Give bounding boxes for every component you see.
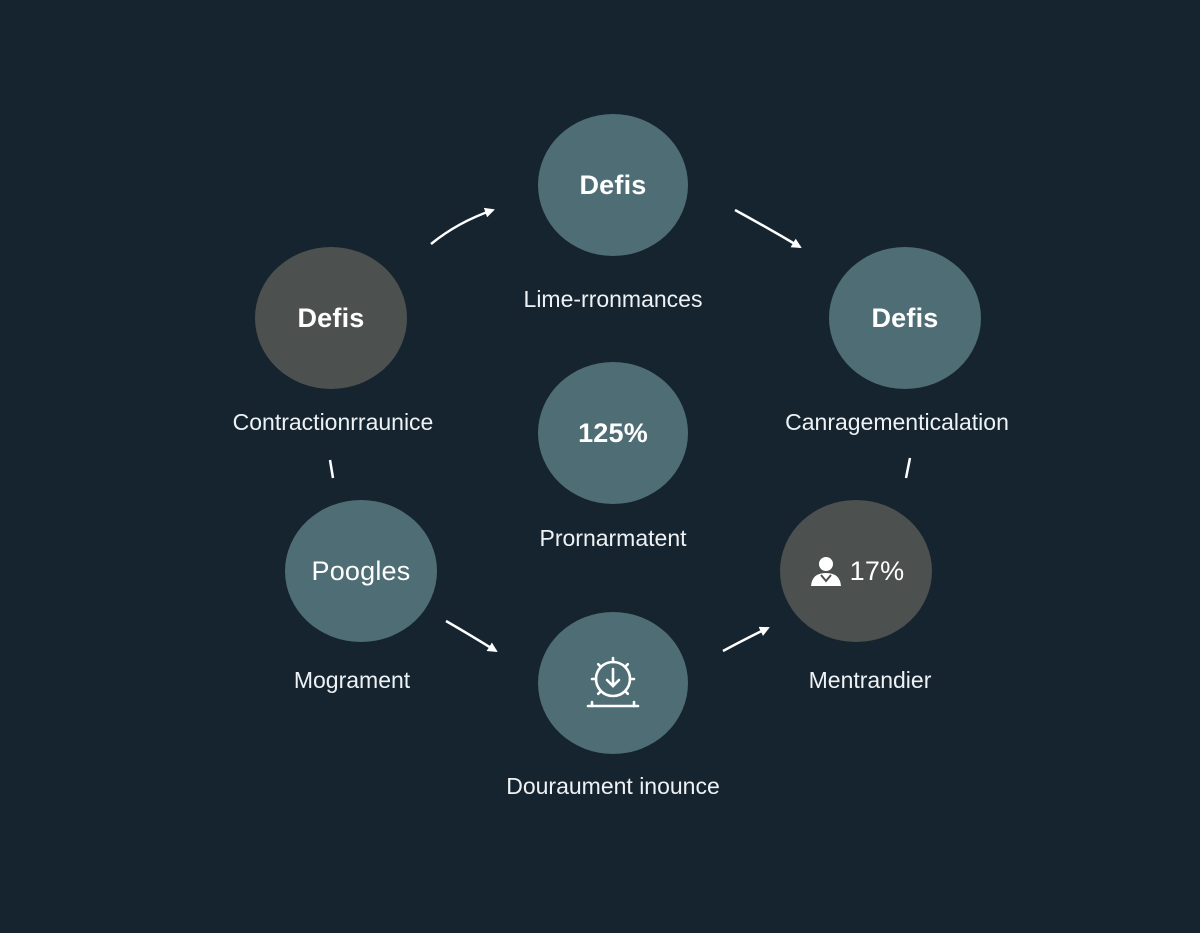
gear-download-icon <box>586 656 640 708</box>
node-bottom-left-label: Poogles <box>311 555 411 586</box>
caption-right: Canragementicalation <box>785 409 1009 435</box>
node-center-label: 125% <box>578 417 648 448</box>
connector-right-vertical <box>904 457 912 479</box>
arrow-bottomleft-to-bottom <box>445 619 498 653</box>
node-right: Defis <box>829 247 981 389</box>
node-left-label: Defis <box>297 302 365 333</box>
arrow-top-to-right <box>734 208 802 249</box>
node-left: Defis <box>255 247 407 389</box>
person-icon <box>810 557 841 586</box>
caption-bottom: Douraument inounce <box>506 773 720 799</box>
arrow-left-to-top <box>430 207 495 245</box>
node-bottom-right: 17% <box>780 500 932 642</box>
node-right-label: Defis <box>871 302 939 333</box>
caption-top: Lime-rronmances <box>523 286 703 312</box>
caption-bottom-right: Mentrandier <box>808 667 932 693</box>
node-center: 125% <box>538 362 688 504</box>
node-bottom-left: Poogles <box>285 500 437 642</box>
arrow-bottom-to-bottomright <box>722 626 770 653</box>
node-top: Defis <box>538 114 688 256</box>
node-bottom-right-label: 17% <box>849 555 905 586</box>
node-bottom <box>538 612 688 754</box>
caption-left: Contractionrraunice <box>232 409 434 435</box>
connector-left-vertical <box>328 459 335 479</box>
caption-bottom-left: Mograment <box>293 667 411 693</box>
node-top-label: Defis <box>579 169 647 200</box>
caption-center: Prornarmatent <box>539 525 687 551</box>
